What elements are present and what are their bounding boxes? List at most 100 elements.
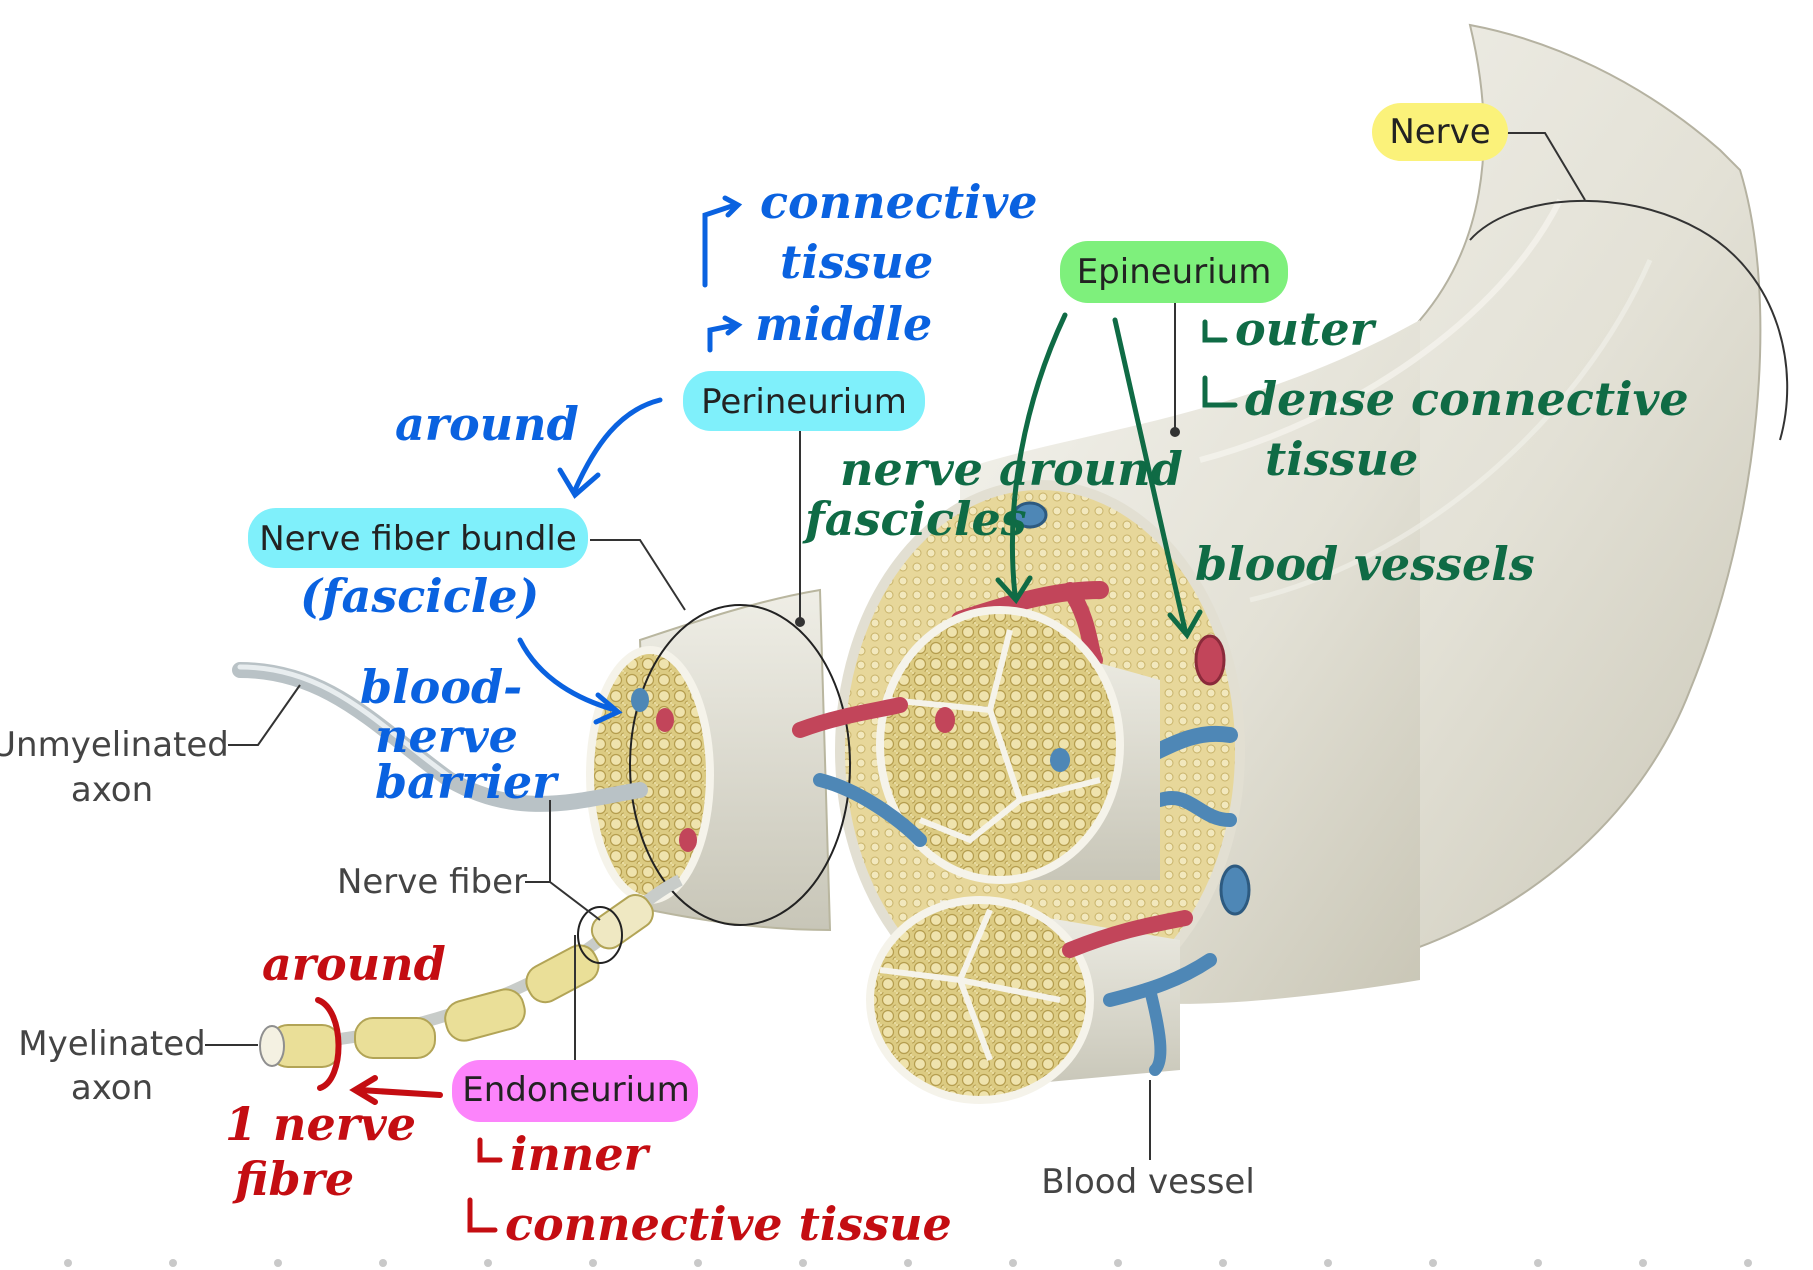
- nerve-label: Nerve: [1389, 112, 1490, 152]
- red-hook-connective: [467, 1197, 498, 1233]
- myelinated-axon-label-line2: axon: [71, 1068, 153, 1108]
- red-note-around: around: [262, 937, 446, 991]
- leader-unmyelinated: [228, 684, 301, 746]
- unmyelinated-axon-label-line1: Unmyelinated: [0, 725, 229, 765]
- page-dot: [169, 1259, 177, 1267]
- green-note-nerve-around: nerve around: [840, 442, 1183, 496]
- red-hook-inner: [477, 1137, 503, 1163]
- green-arrow-vessels: [1112, 317, 1203, 640]
- green-hook-dense: [1202, 375, 1238, 408]
- epineurium-label: Epineurium: [1077, 252, 1272, 292]
- perineurium-label: Perineurium: [701, 382, 907, 422]
- red-bracket: [315, 997, 342, 1091]
- unmyelinated-axon-label-line2: axon: [71, 770, 153, 810]
- page-dot: [1219, 1259, 1227, 1267]
- tag-perineurium-bg: [683, 371, 925, 431]
- green-hook-outer: [1202, 319, 1228, 343]
- vein: [813, 773, 927, 847]
- nerve-sheen: [1199, 198, 1563, 463]
- capillary: [631, 688, 649, 712]
- unmyelinated-axon-highlight: [237, 664, 453, 780]
- endoneurium-ring: [577, 906, 623, 964]
- green-annotations: outer dense connective tissue nerve arou…: [802, 302, 1689, 640]
- nerve-fiber-label: Nerve fiber: [337, 862, 527, 902]
- artery: [792, 697, 908, 738]
- fascicle-section: [866, 896, 1094, 1104]
- capillary: [656, 708, 674, 732]
- page-dot: [379, 1259, 387, 1267]
- leader-bundle: [590, 539, 686, 611]
- tag-nerve-fiber-bundle: Nerve fiber bundle: [248, 508, 588, 568]
- tag-nerve: Nerve: [1372, 103, 1508, 161]
- page-dot: [904, 1259, 912, 1267]
- nerve-fiber-bundle-label: Nerve fiber bundle: [259, 519, 577, 559]
- nerve-trunk: [835, 23, 1789, 1020]
- fascicle-septa: [889, 629, 1101, 844]
- fascicle-upper: [876, 606, 1160, 884]
- page-dot: [589, 1259, 597, 1267]
- fascicle-lower: [866, 896, 1217, 1104]
- capillary: [1050, 748, 1070, 772]
- page-dot: [1009, 1259, 1017, 1267]
- vein: [1153, 791, 1237, 827]
- page-dot: [1744, 1259, 1752, 1267]
- green-note-outer: outer: [1235, 302, 1378, 356]
- myelinated-axon: [259, 874, 683, 1068]
- green-note-tissue: tissue: [1265, 432, 1418, 486]
- page-dot: [1429, 1259, 1437, 1267]
- tag-epineurium: Epineurium: [1060, 241, 1288, 303]
- page-dot: [1534, 1259, 1542, 1267]
- page-dot: [1639, 1259, 1647, 1267]
- tag-bundle-bg: [248, 508, 588, 568]
- leader-lines: [205, 132, 1586, 1160]
- blue-note-connective: connective: [760, 175, 1038, 229]
- capillary: [679, 828, 697, 852]
- page-dot: [64, 1259, 72, 1267]
- leader-dot: [795, 617, 805, 627]
- vein: [1144, 984, 1167, 1076]
- vessel-section: [1194, 634, 1226, 686]
- blue-annotations: connective tissue middle around (fascicl…: [300, 175, 1038, 809]
- myelin-segment: [354, 1017, 436, 1059]
- tag-epineurium-bg: [1060, 241, 1288, 303]
- nerve-outline-loop: [1469, 199, 1789, 441]
- fascicle-septa: [879, 908, 1061, 1062]
- vein: [1103, 953, 1217, 1007]
- tag-perineurium: Perineurium: [683, 371, 925, 431]
- artery: [1062, 910, 1193, 958]
- fascicle-section: [586, 646, 714, 904]
- myelin-segment: [525, 944, 600, 1004]
- green-note-dense: dense connective: [1245, 372, 1689, 426]
- page-dot: [484, 1259, 492, 1267]
- red-note-one-nerve: 1 nerve: [225, 1097, 416, 1151]
- leader-nerve: [1505, 132, 1586, 201]
- green-note-fascicles: fascicles: [802, 492, 1027, 546]
- blue-arrow-fascicle: [517, 637, 623, 725]
- unmyelinated-axon: [232, 662, 648, 812]
- leader-nerve-fiber: [525, 800, 601, 921]
- unmyelinated-axon-shape: [232, 662, 648, 812]
- perineurium-outline: [629, 604, 851, 926]
- blue-note-bnb-line1: blood-: [360, 660, 522, 714]
- blue-note-tissue: tissue: [780, 235, 933, 289]
- page-dot: [799, 1259, 807, 1267]
- blue-note-middle: middle: [755, 297, 932, 351]
- page-dot: [1324, 1259, 1332, 1267]
- myelinated-axon-label-line1: Myelinated: [18, 1024, 205, 1064]
- blue-note-bnb-line3: barrier: [375, 755, 560, 809]
- blue-note-bnb-line2: nerve: [375, 709, 518, 763]
- page-dot-row: [64, 1259, 1752, 1267]
- endoneurium-label: Endoneurium: [462, 1070, 690, 1110]
- axon-end: [259, 1025, 285, 1067]
- red-note-inner: inner: [510, 1127, 652, 1181]
- page-dot: [274, 1259, 282, 1267]
- page-dot: [1114, 1259, 1122, 1267]
- blue-note-around: around: [395, 397, 579, 451]
- myelin-segment: [590, 894, 654, 950]
- nerve-sheen: [1249, 258, 1653, 603]
- blue-arrow-around: [557, 397, 663, 499]
- green-arrow-fascicles: [995, 312, 1068, 605]
- blue-note-fascicle: (fascicle): [300, 569, 539, 623]
- green-note-blood-vessels: blood vessels: [1195, 537, 1535, 591]
